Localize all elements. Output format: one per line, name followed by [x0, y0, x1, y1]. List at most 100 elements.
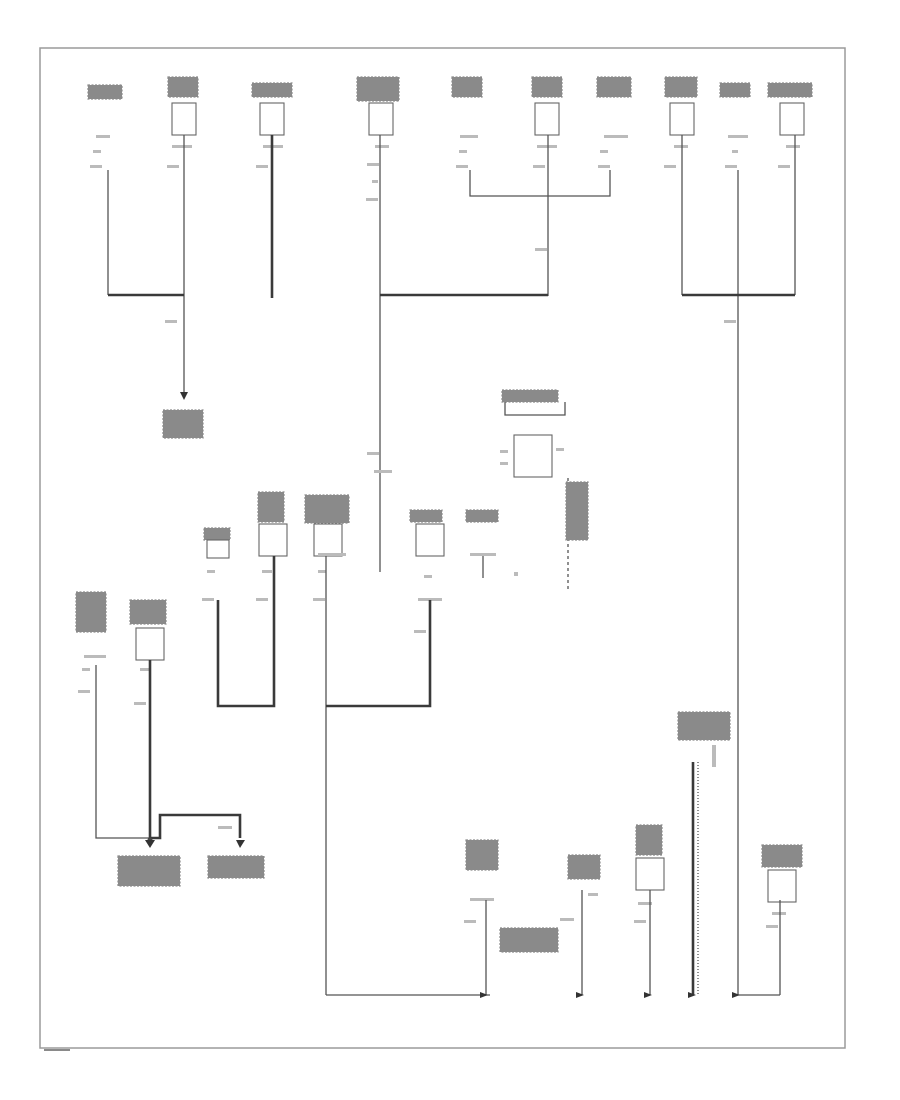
wire-color-label [366, 198, 378, 201]
connector-box [258, 523, 288, 557]
component-label [451, 76, 483, 98]
pin-label [604, 135, 628, 138]
wire-color-label [165, 320, 177, 323]
wire-color-label [778, 165, 790, 168]
junction-arrow [732, 992, 740, 998]
pin-label [772, 912, 786, 915]
ground-label [499, 927, 559, 953]
wire-color-label [367, 452, 379, 455]
wire-color-label [725, 165, 737, 168]
middle-connector-row [202, 491, 518, 995]
connector-box [635, 857, 665, 891]
component-label [501, 389, 559, 403]
pin-label [82, 668, 90, 671]
connector-box [313, 523, 343, 557]
pin-label [460, 135, 478, 138]
pin-label [556, 448, 564, 451]
pin-label [424, 575, 432, 578]
connector-box [171, 102, 197, 136]
wire-color-label [724, 320, 736, 323]
connector-box [368, 102, 394, 136]
connector-box [206, 539, 230, 559]
top-connector-row [87, 76, 813, 201]
pin-label [500, 450, 508, 453]
component-label [761, 844, 803, 868]
component-label [565, 481, 589, 541]
component-label [356, 76, 400, 102]
component-label [129, 599, 167, 625]
component-label [203, 527, 231, 541]
relay-block [500, 389, 589, 590]
wire-color-label [560, 918, 574, 921]
wire-color-label [202, 598, 214, 601]
component-label [664, 76, 698, 98]
wire-color-label [535, 248, 547, 251]
component-label [719, 82, 751, 98]
diagram-border [39, 47, 846, 1049]
top-wires [107, 135, 796, 995]
ground-label [207, 855, 265, 879]
pin-label [318, 553, 346, 556]
pin-label [84, 655, 106, 658]
component-label [257, 491, 285, 523]
lower-left-group [75, 591, 265, 887]
component-label [596, 76, 632, 98]
connector-box [415, 523, 445, 557]
component-label [304, 494, 350, 524]
wire-color-label [256, 165, 268, 168]
component-label [75, 591, 107, 633]
wire-color-label [456, 165, 468, 168]
component-label [465, 839, 499, 871]
pin-label [470, 898, 494, 901]
pin-label [732, 150, 738, 153]
pin-label [372, 180, 378, 183]
wire-color-label [90, 165, 102, 168]
wire-color-label [256, 598, 268, 601]
connector-box [669, 102, 695, 136]
connector-box [259, 102, 285, 136]
pin-label [674, 145, 688, 148]
wire-color-label [634, 920, 646, 923]
wire-color-label [313, 598, 325, 601]
pin-label [172, 145, 192, 148]
wire-color-label [664, 165, 676, 168]
wire-color-label [134, 702, 146, 705]
wire-color-label [167, 165, 179, 168]
pin-label [375, 145, 389, 148]
ground-label [162, 409, 204, 439]
wire-color-label [367, 163, 379, 166]
pin-label [96, 135, 110, 138]
component-label [635, 824, 663, 856]
wire-color-label [218, 826, 232, 829]
pin-label [207, 570, 215, 573]
connector-box [767, 869, 797, 903]
pin-label [418, 598, 442, 601]
pin-label [537, 145, 557, 148]
ground-arrow [145, 840, 155, 848]
component-label [531, 76, 563, 98]
pin-label [374, 470, 392, 473]
pin-label [638, 902, 652, 905]
pin-label [500, 462, 508, 465]
pin-label [588, 893, 598, 896]
component-label [465, 509, 499, 523]
pin-label [470, 553, 496, 556]
component-label [409, 509, 443, 523]
junction-arrow [576, 992, 584, 998]
component-label [87, 84, 123, 100]
wire-color-label [414, 630, 426, 633]
pin-label [600, 150, 608, 153]
pin-label [459, 150, 467, 153]
component-label [251, 82, 293, 98]
component-label [677, 711, 731, 741]
wire-color-label [598, 165, 610, 168]
wire-color-label [533, 165, 545, 168]
pin-label [262, 570, 272, 573]
pin-label [93, 150, 101, 153]
component-label [167, 76, 199, 98]
component-label [567, 854, 601, 880]
wire-color-label [766, 925, 778, 928]
pin-label [514, 572, 518, 576]
junction-arrow [480, 992, 488, 998]
lower-right-group [326, 711, 803, 998]
